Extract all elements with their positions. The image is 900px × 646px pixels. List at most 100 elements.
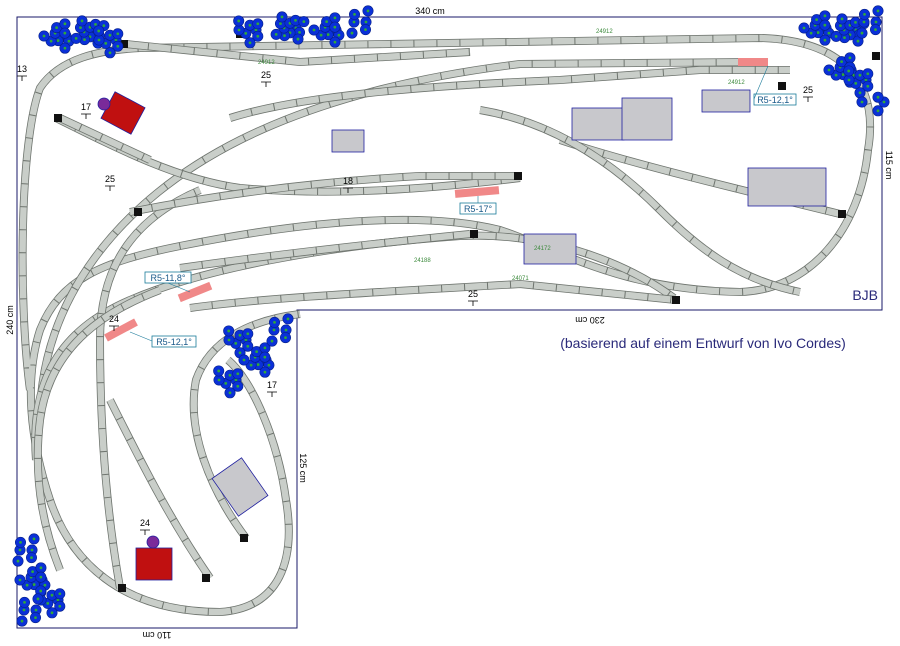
grade-label: 24	[109, 314, 119, 324]
tree-center	[876, 109, 880, 113]
tree-center	[34, 608, 38, 612]
tree-center	[67, 39, 71, 43]
tree-center	[840, 60, 844, 64]
tree-center	[108, 51, 112, 55]
incline-tag: R5-17°	[464, 204, 493, 214]
dim-inner-right: 125 cm	[298, 453, 308, 483]
buffer-stop	[470, 230, 478, 238]
tree-center	[296, 37, 300, 41]
incline-marker-4	[104, 318, 138, 342]
tree-center	[319, 33, 323, 37]
tree-center	[848, 56, 852, 60]
dim-top: 340 cm	[415, 6, 445, 16]
tree-center	[333, 16, 337, 20]
tree-center	[234, 341, 238, 345]
incline-tag: R5-11,8°	[151, 273, 186, 283]
tree-center	[80, 19, 84, 23]
tree-center	[18, 578, 22, 582]
tree-center	[23, 600, 26, 604]
track-segment	[36, 58, 761, 421]
tree-center	[860, 100, 864, 104]
dim-bottom: 110 cm	[143, 630, 172, 640]
tree-center	[116, 32, 120, 36]
tree-center	[815, 18, 819, 22]
tree-center	[858, 73, 862, 77]
track-codes: 24912 24912 24912 24172 24188 24071	[258, 29, 745, 282]
buffer-stop	[202, 574, 210, 582]
building-factory-a	[571, 107, 625, 141]
tree-center	[244, 338, 248, 342]
tree-center	[274, 33, 278, 36]
tree-center	[809, 31, 813, 35]
tree-center	[286, 317, 290, 321]
tree-center	[114, 38, 118, 42]
tree-center	[874, 20, 878, 24]
tree-center	[350, 31, 354, 35]
tree-center	[242, 358, 246, 362]
tree-center	[302, 20, 306, 23]
tree-center	[864, 78, 868, 82]
tree-center	[839, 24, 842, 27]
tree-center	[63, 31, 67, 35]
buffer-stop	[672, 296, 680, 304]
tree-center	[234, 378, 238, 382]
tree-center	[284, 328, 288, 332]
tree-center	[267, 363, 271, 367]
tree-center	[863, 12, 866, 16]
tree-center	[56, 598, 60, 602]
tree-center	[238, 333, 242, 337]
tree-center	[39, 589, 43, 593]
tree-center	[294, 18, 297, 22]
tree-center	[55, 26, 59, 30]
tree-center	[298, 31, 301, 34]
tree-center	[25, 583, 29, 587]
building-depot-left	[331, 129, 365, 153]
tree-center	[79, 26, 82, 29]
tree-center	[248, 23, 252, 27]
grade-label: 25	[468, 289, 478, 299]
tree-center	[228, 373, 232, 377]
tree-center	[866, 84, 870, 88]
tree-center	[256, 22, 260, 26]
tree-center	[22, 608, 26, 612]
tree-center	[246, 344, 250, 348]
tree-center	[224, 381, 228, 385]
tree-center	[20, 619, 24, 623]
tree-center	[860, 31, 864, 35]
incline-tag-box	[753, 93, 797, 106]
tree-center	[333, 40, 337, 44]
tree-center	[280, 15, 284, 19]
tree-center	[39, 575, 43, 579]
tree-center	[249, 363, 253, 367]
tree-center	[866, 72, 870, 76]
tree-center	[876, 9, 880, 13]
track-segment	[129, 172, 520, 216]
tree-center	[43, 583, 47, 587]
buffer-stop	[134, 208, 142, 216]
tree-center	[279, 22, 282, 25]
buffer-stop	[514, 172, 522, 180]
tree-center	[58, 604, 62, 608]
tree-center	[34, 616, 37, 620]
tree-center	[19, 540, 22, 544]
track-segment	[125, 40, 471, 66]
author-mark: BJB	[852, 287, 878, 303]
tree-center	[823, 23, 827, 27]
tree-center	[352, 20, 356, 24]
station-building-bottom	[135, 547, 173, 581]
tree-center	[236, 372, 240, 376]
tag-leader	[129, 65, 769, 342]
grade-label: 17	[267, 380, 277, 390]
tree-center	[50, 611, 54, 615]
tree-center	[366, 9, 370, 13]
incline-tag-box	[151, 335, 197, 348]
buffer-stop	[118, 584, 126, 592]
tree-center	[255, 350, 259, 354]
tree-center	[876, 95, 880, 99]
track-segment	[229, 66, 790, 122]
tree-center	[74, 37, 78, 40]
tree-center	[802, 26, 806, 30]
tree-center	[56, 39, 60, 42]
tree-center	[827, 68, 831, 72]
